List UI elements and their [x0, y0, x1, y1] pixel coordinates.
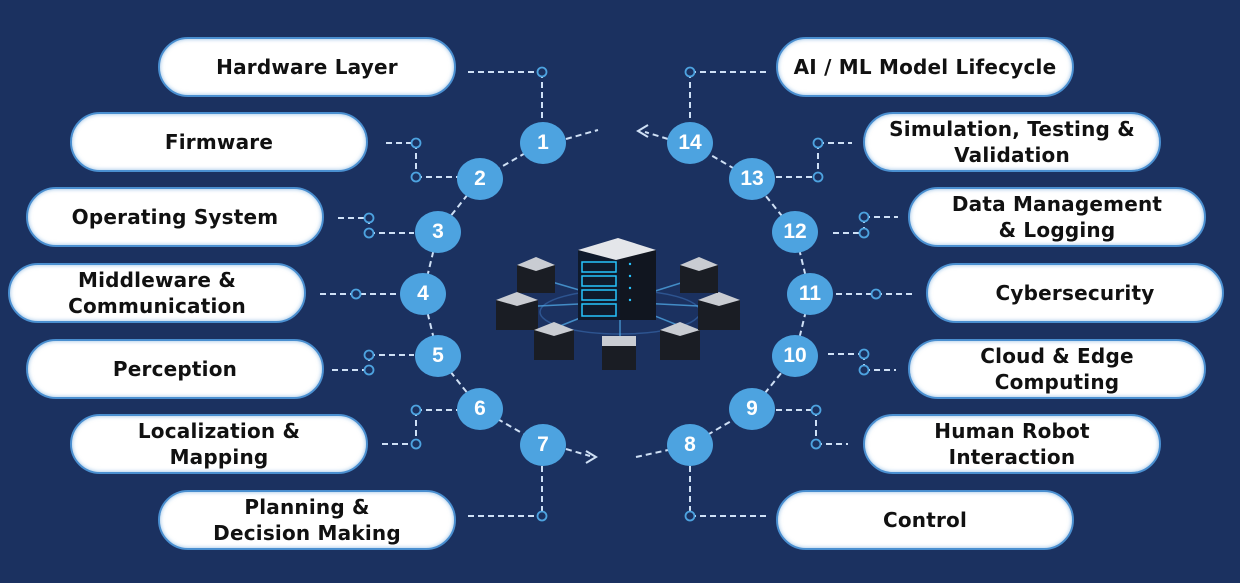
layer-label-9: Human Robot Interaction — [863, 414, 1161, 474]
step-number: 9 — [746, 397, 758, 420]
connector-dot — [858, 211, 870, 223]
layer-label-text: Planning & Decision Making — [213, 495, 401, 545]
connector-dot — [363, 364, 375, 376]
layer-label-text: Simulation, Testing & Validation — [889, 117, 1135, 167]
connector-dot — [536, 66, 548, 78]
connector-dot — [410, 137, 422, 149]
layer-label-text: Cloud & Edge Computing — [980, 344, 1134, 394]
layer-label-text: Middleware & Communication — [68, 268, 246, 318]
step-number: 13 — [740, 167, 764, 190]
layer-label-10: Cloud & Edge Computing — [908, 339, 1206, 399]
layer-label-3: Operating System — [26, 187, 324, 247]
connector-dot — [684, 66, 696, 78]
step-node-4: 4 — [400, 273, 446, 315]
arc-connector — [565, 129, 599, 140]
step-node-14: 14 — [667, 122, 713, 164]
layer-label-text: Firmware — [164, 130, 274, 154]
layer-label-8: Control — [776, 490, 1074, 550]
step-number: 11 — [798, 282, 822, 305]
server-network-icon — [496, 238, 740, 370]
arc-connector — [644, 131, 669, 140]
connector-dot — [870, 288, 882, 300]
step-node-3: 3 — [415, 211, 461, 253]
connector-dot — [536, 510, 548, 522]
layer-label-text: Operating System — [71, 205, 279, 229]
layer-label-12: Data Management & Logging — [908, 187, 1206, 247]
layer-label-text: Perception — [112, 357, 238, 381]
connector-dot — [810, 438, 822, 450]
connector-dot — [810, 404, 822, 416]
layer-label-text: Localization & Mapping — [137, 419, 301, 469]
connector-dot — [858, 364, 870, 376]
layer-label-5: Perception — [26, 339, 324, 399]
connector-dot — [812, 171, 824, 183]
step-number: 2 — [474, 167, 486, 190]
connector-dot — [363, 227, 375, 239]
layer-label-text: Hardware Layer — [216, 55, 398, 79]
connector-dot — [363, 212, 375, 224]
layer-label-text: Cybersecurity — [995, 281, 1155, 305]
step-node-10: 10 — [772, 335, 818, 377]
arc-connector — [565, 448, 591, 457]
step-number: 6 — [474, 397, 486, 420]
step-number: 7 — [537, 433, 549, 456]
connector-dot — [684, 510, 696, 522]
step-node-2: 2 — [457, 158, 503, 200]
connector-dot — [410, 404, 422, 416]
connector-dot — [363, 349, 375, 361]
layer-label-4: Middleware & Communication — [8, 263, 306, 323]
layer-label-14: AI / ML Model Lifecycle — [776, 37, 1074, 97]
step-node-6: 6 — [457, 388, 503, 430]
step-number: 14 — [678, 131, 702, 154]
layer-label-7: Planning & Decision Making — [158, 490, 456, 550]
layer-label-6: Localization & Mapping — [70, 414, 368, 474]
layer-label-13: Simulation, Testing & Validation — [863, 112, 1161, 172]
step-node-5: 5 — [415, 335, 461, 377]
step-node-12: 12 — [772, 211, 818, 253]
satellite-servers — [496, 257, 740, 370]
step-number: 4 — [417, 282, 429, 305]
arrow-icon — [636, 124, 649, 138]
step-node-13: 13 — [729, 158, 775, 200]
layer-label-text: Human Robot Interaction — [934, 419, 1090, 469]
layer-label-11: Cybersecurity — [926, 263, 1224, 323]
layer-label-text: Control — [882, 508, 968, 532]
step-node-7: 7 — [520, 424, 566, 466]
arrow-icon — [585, 450, 598, 464]
connector-dot — [410, 171, 422, 183]
connector-dot — [812, 137, 824, 149]
main-server — [578, 238, 656, 320]
arc-connector — [635, 449, 669, 458]
connector-dot — [858, 227, 870, 239]
step-node-8: 8 — [667, 424, 713, 466]
step-number: 3 — [432, 220, 444, 243]
step-node-11: 11 — [787, 273, 833, 315]
layer-label-text: AI / ML Model Lifecycle — [793, 55, 1057, 79]
step-number: 1 — [537, 131, 549, 154]
step-number: 10 — [783, 344, 807, 367]
layer-label-text: Data Management & Logging — [951, 192, 1163, 242]
step-node-9: 9 — [729, 388, 775, 430]
step-number: 12 — [783, 220, 807, 243]
layer-label-2: Firmware — [70, 112, 368, 172]
step-node-1: 1 — [520, 122, 566, 164]
step-number: 8 — [684, 433, 696, 456]
connector-dot — [350, 288, 362, 300]
connector-dot — [410, 438, 422, 450]
layer-label-1: Hardware Layer — [158, 37, 456, 97]
connector-dot — [858, 348, 870, 360]
step-number: 5 — [432, 344, 444, 367]
